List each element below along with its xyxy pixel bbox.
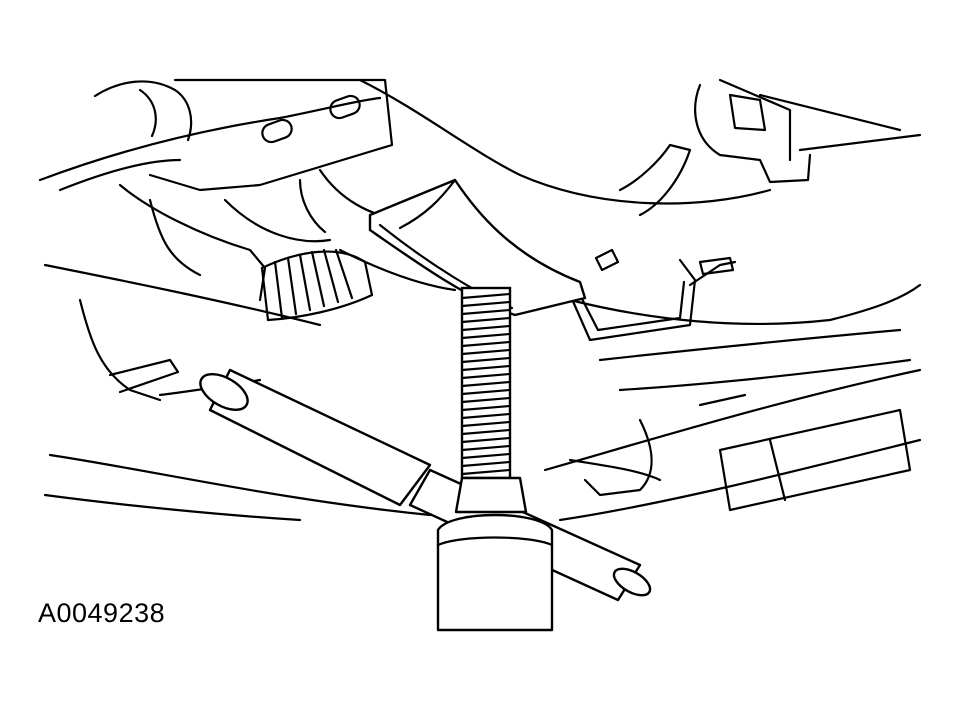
mount-bracket	[566, 143, 737, 342]
cv-boot	[260, 248, 374, 322]
underbody-structure	[38, 78, 922, 205]
jack-screw	[460, 286, 512, 480]
chassis-rails	[43, 263, 922, 522]
bracket-slots	[261, 94, 361, 144]
jack-body	[436, 476, 554, 632]
jack-handle	[199, 368, 652, 602]
figure-id-label: A0049238	[38, 598, 166, 628]
muffler	[568, 393, 912, 512]
